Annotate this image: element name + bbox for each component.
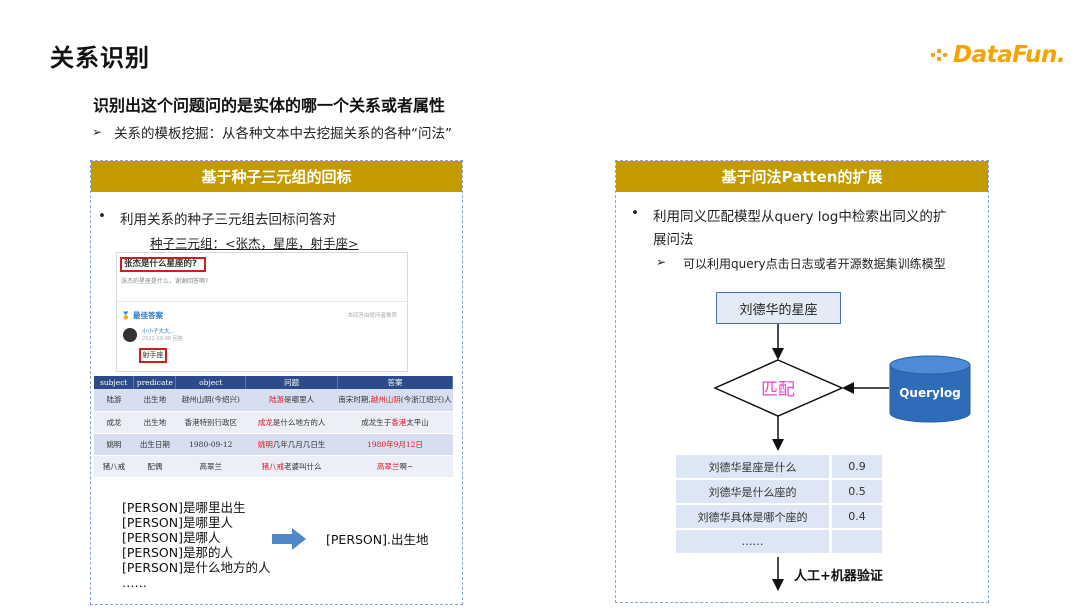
seed-triple-panel-header: 基于种子三元组的回标 xyxy=(91,161,462,192)
verify-label: 人工+机器验证 xyxy=(794,569,883,584)
cell-predicate: 出生地 xyxy=(133,411,176,434)
table-row: 刘德华星座是什么 0.9 xyxy=(676,455,882,478)
table-header: subject xyxy=(94,376,135,389)
qa-screenshot-card: 张杰是什么星座的? 张杰的星座是什么，谢谢回答啊? 🏅 最佳答案 本回答由提问者… xyxy=(116,252,408,372)
mapped-relation: [PERSON].出生地 xyxy=(326,532,429,547)
table-row: 刘德华是什么座的 0.5 xyxy=(676,480,882,503)
cell-question: 成龙是什么地方的人 xyxy=(245,411,338,434)
cell-subject: 姚明 xyxy=(94,433,134,456)
table-row: 成龙出生地香港特别行政区成龙是什么地方的人成龙生于香港太平山 xyxy=(94,411,453,434)
match-node-label: 匹配 xyxy=(761,380,795,400)
start-node: 刘德华的星座 xyxy=(716,292,841,324)
seed-triple-bullet-text: 利用关系的种子三元组去回标问答对 xyxy=(120,212,336,228)
pattern-item: …… xyxy=(122,575,147,590)
expansion-sub-bullet: 可以利用query点击日志或者开源数据集训练模型 xyxy=(683,257,946,271)
slide-title: 关系识别 xyxy=(50,44,150,72)
cell-predicate: 出生日期 xyxy=(133,433,176,456)
pattern-expansion-panel: 基于问法Patten的扩展 xyxy=(615,160,989,603)
card-divider xyxy=(117,301,407,302)
pattern-item: [PERSON]是哪人 xyxy=(122,530,221,545)
cell-object: 香港特别行政区 xyxy=(175,411,246,434)
slide-bullet: ➢ 关系的模板挖掘：从各种文本中去挖掘关系的各种“问法” xyxy=(92,122,452,142)
pattern-item: [PERSON]是哪里出生 xyxy=(122,500,246,515)
cell-object: 越州山阴(今绍兴) xyxy=(175,389,246,412)
answer-user-name: 小小子大大... xyxy=(142,329,175,335)
cell-question: 陆游是哪里人 xyxy=(245,389,338,412)
table-row: 陆游出生地越州山阴(今绍兴)陆游是哪里人南宋时期,越州山阴(今浙江绍兴)人 xyxy=(94,389,453,412)
table-row: 猪八戒配偶高翠兰猪八戒老婆叫什么高翠兰啊~ xyxy=(94,455,453,478)
cell-predicate: 出生地 xyxy=(133,389,176,412)
database-icon xyxy=(889,355,971,423)
seed-triple-panel: 基于种子三元组的回标 xyxy=(90,160,463,605)
cell-predicate: 配偶 xyxy=(133,455,176,478)
table-row: 刘德华具体是哪个座的 0.4 xyxy=(676,505,882,528)
flow-diagram xyxy=(713,324,971,591)
table-header: 问题 xyxy=(245,376,338,389)
pattern-list: [PERSON]是哪里出生 [PERSON]是哪里人 [PERSON]是哪人 [… xyxy=(122,500,271,590)
result-question: 刘德华星座是什么 xyxy=(676,455,832,478)
logo-wordmark: DataFun. xyxy=(953,42,1066,68)
cell-question: 猪八戒老婆叫什么 xyxy=(245,455,338,478)
result-score: 0.5 xyxy=(832,480,882,503)
cell-subject: 陆游 xyxy=(94,389,134,412)
table-header: 答案 xyxy=(337,376,454,389)
right-arrow-icon xyxy=(272,528,306,550)
cell-answer: 高翠兰啊~ xyxy=(337,455,453,478)
medal-icon: 🏅 xyxy=(121,311,131,320)
cell-question: 姚明几年几月几日生 xyxy=(245,433,338,456)
table-header: predicate xyxy=(133,376,177,389)
pattern-item: [PERSON]是那的人 xyxy=(122,545,233,560)
result-score xyxy=(832,530,882,553)
expansion-bullet-line2: 展问法 xyxy=(653,232,694,248)
cell-answer: 南宋时期,越州山阴(今浙江绍兴)人 xyxy=(337,389,453,412)
datafun-logo: DataFun. xyxy=(929,38,1069,72)
logo-dots-icon xyxy=(929,46,951,64)
dot-bullet-icon: • xyxy=(631,205,639,221)
recommend-note: 本回答由提问者推荐 xyxy=(347,313,397,319)
slide-bullet-text: 关系的模板挖掘：从各种文本中去挖掘关系的各种“问法” xyxy=(114,126,453,142)
arrow-bullet-icon: ➢ xyxy=(92,125,103,139)
answer-date: 2021-09-08 回答 xyxy=(142,336,183,342)
result-question: …… xyxy=(676,530,832,553)
arrow-bullet-icon: ➢ xyxy=(656,255,667,269)
pattern-item: [PERSON]是什么地方的人 xyxy=(122,560,271,575)
avatar xyxy=(123,328,137,342)
result-score: 0.4 xyxy=(832,505,882,528)
cell-subject: 成龙 xyxy=(94,411,134,434)
dot-bullet-icon: • xyxy=(98,208,106,224)
expansion-bullet-line1: 利用同义匹配模型从query log中检索出同义的扩 xyxy=(653,209,947,225)
question-highlight: 张杰是什么星座的? xyxy=(120,257,206,272)
cell-object: 高翠兰 xyxy=(175,455,246,478)
pattern-item: [PERSON]是哪里人 xyxy=(122,515,233,530)
answer-highlight: 射手座 xyxy=(139,348,167,363)
cell-subject: 猪八戒 xyxy=(94,455,134,478)
cell-answer: 1980年9月12日 xyxy=(337,433,453,456)
result-question: 刘德华具体是哪个座的 xyxy=(676,505,832,528)
table-header: object xyxy=(175,376,247,389)
result-table: 刘德华星座是什么 0.9 刘德华是什么座的 0.5 刘德华具体是哪个座的 0.4… xyxy=(676,453,882,555)
cell-object: 1980-09-12 xyxy=(175,433,246,456)
seed-triple-example: 种子三元组：<张杰，星座，射手座> xyxy=(150,236,359,251)
question-detail: 张杰的星座是什么，谢谢回答啊? xyxy=(121,278,209,285)
cell-answer: 成龙生于香港太平山 xyxy=(337,411,453,434)
pattern-expansion-panel-header: 基于问法Patten的扩展 xyxy=(616,161,988,192)
best-answer-label: 🏅 最佳答案 xyxy=(121,311,163,320)
querylog-node-label: Querylog xyxy=(899,386,961,400)
slide-subtitle: 识别出这个问题问的是实体的哪一个关系或者属性 xyxy=(93,96,446,115)
result-score: 0.9 xyxy=(832,455,882,478)
table-row: …… xyxy=(676,530,882,553)
result-question: 刘德华是什么座的 xyxy=(676,480,832,503)
triple-table: subject predicate object 问题 答案 陆游出生地越州山阴… xyxy=(94,376,454,478)
